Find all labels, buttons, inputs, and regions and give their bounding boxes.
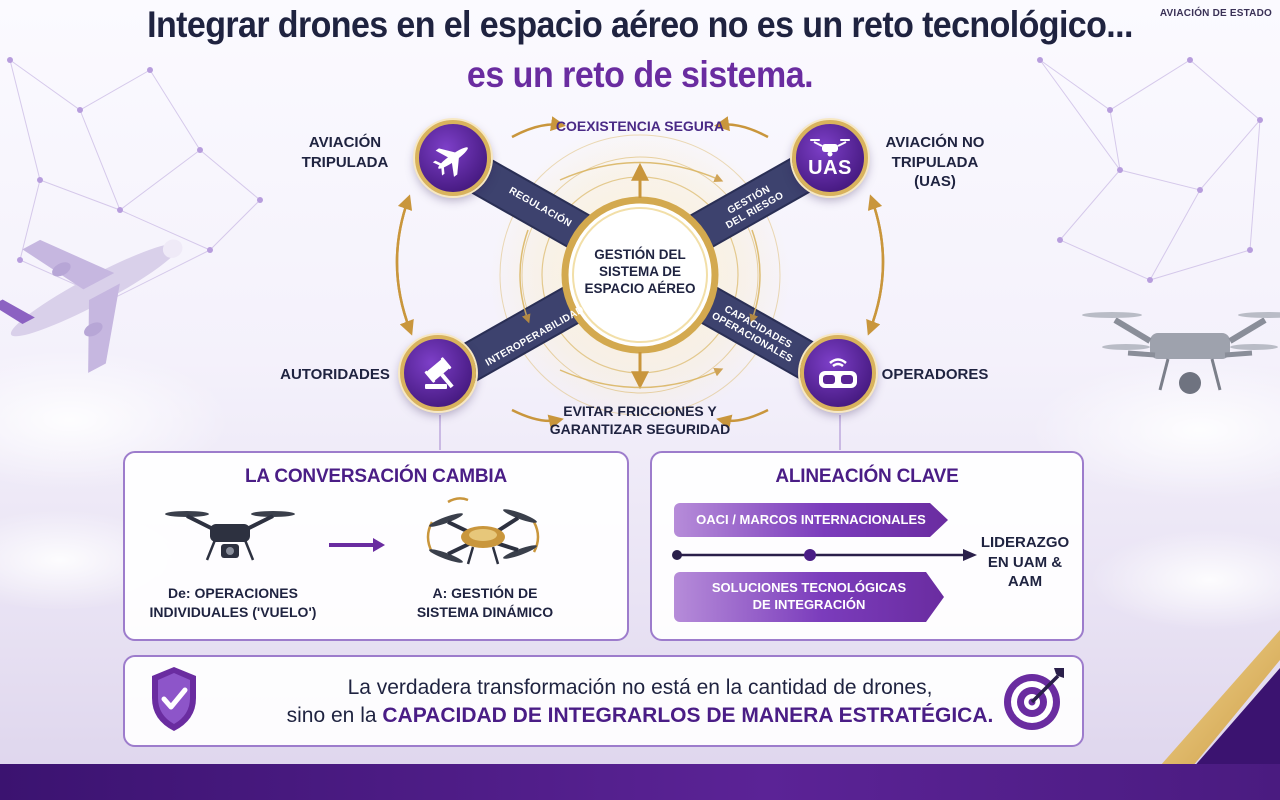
center-ring-inner xyxy=(572,207,708,343)
node-operadores xyxy=(800,335,876,411)
panel-conversacion-title: LA CONVERSACIÓN CAMBIA xyxy=(245,466,507,487)
caption-to: A: GESTIÓN DE SISTEMA DINÁMICO xyxy=(416,585,554,620)
drone-system-icon xyxy=(426,497,540,565)
bottom-banner xyxy=(123,655,1084,747)
arc-label-top: COEXISTENCIA SEGURA xyxy=(555,118,725,134)
network-nodes-right xyxy=(1037,57,1263,283)
shield-check-icon xyxy=(152,667,196,731)
label-aviacion-no-tripulada: AVIACIÓN NO TRIPULADA (UAS) xyxy=(885,134,985,190)
label-autoridades: AUTORIDADES xyxy=(280,366,390,383)
page-title: Integrar drones en el espacio aéreo no e… xyxy=(147,4,1133,46)
connector-arcs xyxy=(395,116,885,430)
label-aviacion-tripulada: AVIACIÓN TRIPULADA xyxy=(301,134,389,171)
alignment-timeline xyxy=(672,549,977,561)
node-aviacion-no-tripulada: UAS xyxy=(792,120,868,196)
node-autoridades xyxy=(400,335,476,411)
ribbon-soluciones: SOLUCIONES TECNOLÓGICAS DE INTEGRACIÓN xyxy=(674,572,944,622)
bottom-message: La verdadera transformación no está en l… xyxy=(286,676,994,728)
ribbon-oaci: OACI / MARCOS INTERNACIONALES xyxy=(674,503,948,537)
node-aviacion-tripulada xyxy=(415,120,491,196)
drone-icon xyxy=(810,138,850,156)
airplane-icon xyxy=(432,147,468,177)
gavel-icon xyxy=(424,357,454,389)
outcome-liderazgo: LIDERAZGO EN UAM & AAM xyxy=(980,534,1070,590)
background-airplane-icon xyxy=(0,239,183,373)
drone-individual-icon xyxy=(165,511,295,561)
inner-arcs xyxy=(519,161,761,389)
arc-label-bottom: EVITAR FRICCIONES Y GARANTIZAR SEGURIDAD xyxy=(549,403,731,438)
transition-arrow-icon xyxy=(329,538,385,552)
label-operadores: OPERADORES xyxy=(881,366,989,383)
uas-badge: UAS xyxy=(808,156,852,179)
center-label: GESTIÓN DEL SISTEMA DE ESPACIO AÉREO xyxy=(584,247,696,296)
footer-bar xyxy=(0,764,1280,800)
panel-alineacion-title: ALINEACIÓN CLAVE xyxy=(775,466,959,487)
corner-tag: AVIACIÓN DE ESTADO xyxy=(1159,8,1272,19)
center-ring xyxy=(561,196,719,354)
page-subtitle: es un reto de sistema. xyxy=(466,54,814,96)
vr-headset-icon xyxy=(819,358,857,388)
network-nodes-left xyxy=(7,57,263,303)
target-icon xyxy=(1004,668,1064,730)
background-drone-icon xyxy=(1082,312,1280,394)
caption-from: De: OPERACIONES INDIVIDUALES ('VUELO') xyxy=(149,585,317,620)
